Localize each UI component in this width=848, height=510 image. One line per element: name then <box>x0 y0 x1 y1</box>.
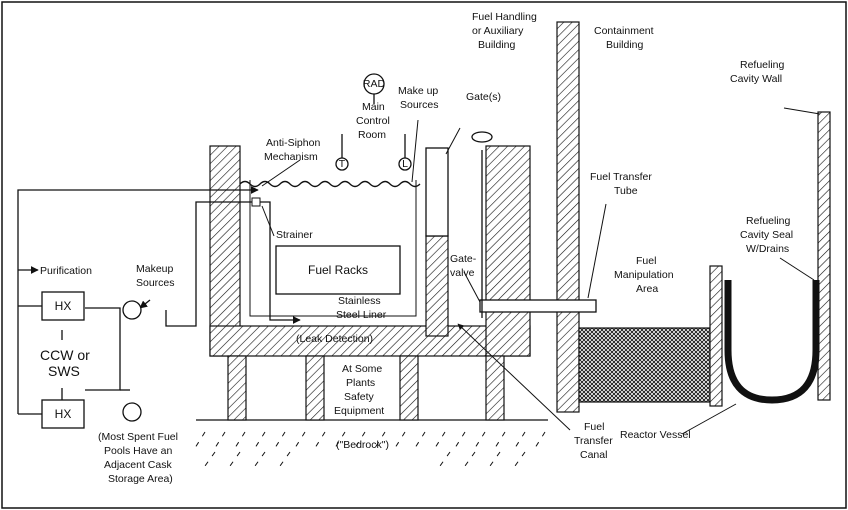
fuel-racks-box <box>275 245 401 295</box>
canal-label-2: Transfer <box>574 435 613 447</box>
makeup-top-label-2: Sources <box>400 99 439 111</box>
leader-lines <box>261 107 821 435</box>
containment-label-1: Containment <box>594 25 654 37</box>
purification-label: Purification <box>40 265 92 277</box>
cavity-inner-wall <box>709 265 723 407</box>
water-surface <box>239 180 421 188</box>
gate-valve-label-1: Gate- <box>450 253 477 265</box>
stainless-label-1: Stainless <box>338 295 381 307</box>
stainless-label-2: Steel Liner <box>336 309 387 321</box>
bedrock-label: ("Bedrock") <box>336 439 389 451</box>
manip-label-1: Fuel <box>636 255 656 267</box>
main-control-label-1: Main <box>362 101 385 113</box>
gate-panel <box>425 147 449 237</box>
strainer-label: Strainer <box>276 229 313 241</box>
safety-label-3: Safety <box>344 391 375 403</box>
makeup-left-label-1: Makeup <box>136 263 174 275</box>
support-2 <box>305 355 325 421</box>
support-3 <box>399 355 419 421</box>
cask-label-1: (Most Spent Fuel <box>98 431 178 443</box>
canal-right-wall <box>485 145 531 357</box>
pool-left-wall <box>209 145 241 357</box>
safety-label-1: At Some <box>342 363 382 375</box>
fuel-handling-label-1: Fuel Handling <box>472 11 537 23</box>
hx-bottom-box <box>41 399 85 429</box>
pool-divider-lower <box>425 235 449 337</box>
temperature-sensor <box>335 157 349 171</box>
safety-label-4: Equipment <box>334 405 384 417</box>
support-1 <box>227 355 247 421</box>
pool-pump <box>122 402 142 422</box>
fuel-manipulation-block <box>578 327 720 403</box>
makeup-pump <box>122 300 142 320</box>
leak-detection-label: (Leak Detection) <box>296 333 373 345</box>
piping <box>17 186 301 404</box>
rad-label: RAD <box>363 78 386 90</box>
seal-label-1: Refueling <box>746 215 791 227</box>
safety-label-2: Plants <box>346 377 375 389</box>
strainer <box>251 197 261 207</box>
cask-label-2: Pools Have an <box>104 445 172 457</box>
fuel-handling-label-3: Building <box>478 39 516 51</box>
reactor-vessel <box>724 280 820 404</box>
manip-label-2: Manipulation <box>614 269 674 281</box>
ccw-label-1: CCW or <box>40 347 90 363</box>
gate-wheel[interactable] <box>471 131 493 143</box>
support-4 <box>485 355 505 421</box>
hx-top-label: HX <box>55 299 72 313</box>
gate-valve-label-2: valve <box>450 267 475 279</box>
fuel-handling-label-2: or Auxiliary <box>472 25 524 37</box>
anti-siphon-label-1: Anti-Siphon <box>266 137 320 149</box>
ccw-label-2: SWS <box>48 363 80 379</box>
cask-label-4: Storage Area) <box>108 473 173 485</box>
seal-label-3: W/Drains <box>746 243 789 255</box>
pool-structure <box>209 145 531 421</box>
refueling-cavity-wall <box>817 111 831 401</box>
main-control-label-3: Room <box>358 129 386 141</box>
containment-label-2: Building <box>606 39 644 51</box>
manip-label-3: Area <box>636 283 658 295</box>
steel-liner <box>249 180 417 317</box>
t-label: T <box>339 158 346 170</box>
hx-top-box <box>41 291 85 321</box>
seal-label-2: Cavity Seal <box>740 229 793 241</box>
main-control-label-2: Control <box>356 115 390 127</box>
refueling-wall-label-2: Cavity Wall <box>730 73 782 85</box>
makeup-top-label-1: Make up <box>398 85 438 97</box>
anti-siphon-label-2: Mechanism <box>264 151 318 163</box>
fuel-tube-label-2: Tube <box>614 185 638 197</box>
fuel-transfer-tube <box>479 299 597 313</box>
fuel-tube-label-1: Fuel Transfer <box>590 171 652 183</box>
gates-label: Gate(s) <box>466 91 501 103</box>
reactor-vessel-label: Reactor Vessel <box>620 429 691 441</box>
refueling-wall-label-1: Refueling <box>740 59 785 71</box>
canal-label-3: Canal <box>580 449 607 461</box>
level-sensor <box>398 157 412 171</box>
l-label: L <box>402 158 408 170</box>
hx-bottom-label: HX <box>55 407 72 421</box>
makeup-left-label-2: Sources <box>136 277 175 289</box>
canal-label-1: Fuel <box>584 421 604 433</box>
cask-label-3: Adjacent Cask <box>104 459 172 471</box>
containment-wall <box>556 21 580 413</box>
fuel-racks-label: Fuel Racks <box>308 263 368 277</box>
